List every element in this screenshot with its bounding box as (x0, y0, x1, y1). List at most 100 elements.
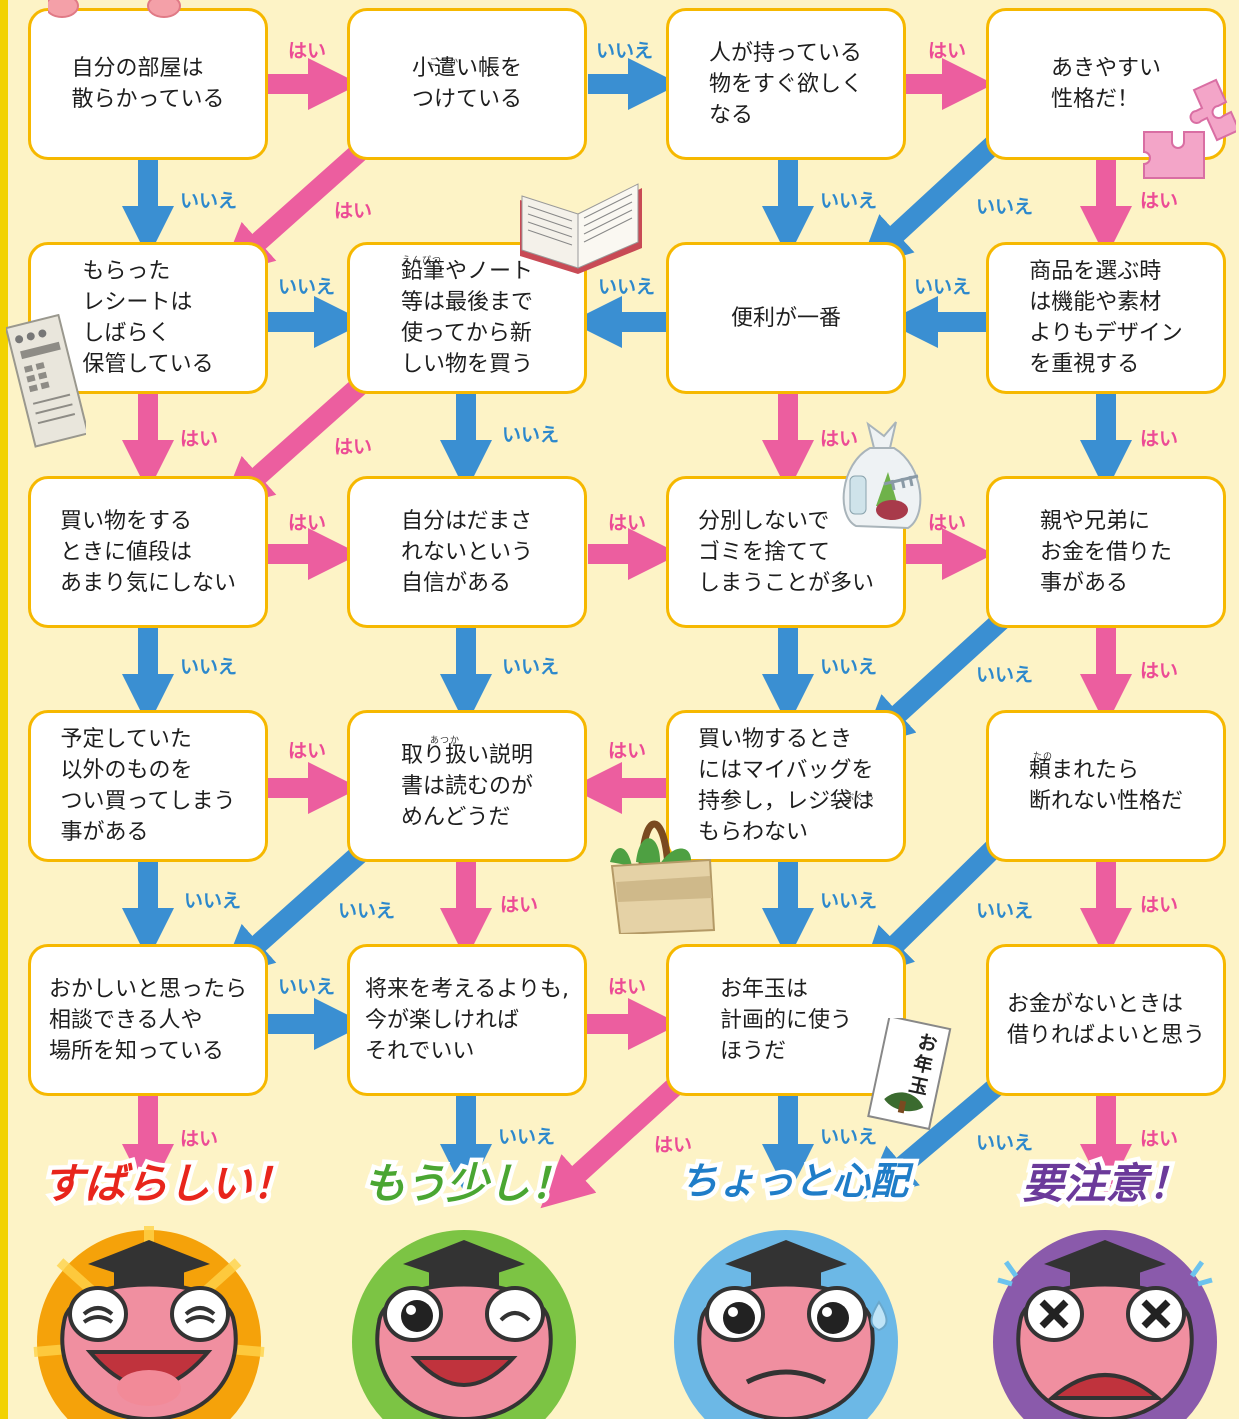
question-box-1: 自分の部屋は 散らかっている (28, 8, 268, 160)
question-text: おかしいと思ったら 相談できる人や 場所を知っている (48, 976, 247, 1064)
yes-label: はい (608, 512, 647, 534)
yes-label: はい (288, 512, 327, 534)
question-text: お年玉は 計画的に使う ほうだ (719, 976, 852, 1064)
question-text: 鉛筆やノート 等は最後まで 使ってから新 しい物を買う (400, 259, 533, 377)
receipt-icon (6, 314, 86, 448)
yes-label: はい (288, 40, 327, 62)
no-arrow (863, 1072, 1011, 1200)
no-label: いいえ (278, 976, 336, 998)
puzzle-pieces-icon (1143, 78, 1236, 179)
question-box-20: お金がないときは 借りればよいと思う (986, 944, 1226, 1096)
result-1-frog-laughing (33, 1226, 265, 1419)
question-text: 将来を考えるよりも, 今が楽しければ それでいい (365, 976, 569, 1064)
yes-label: はい (608, 740, 647, 762)
no-label: いいえ (820, 890, 878, 912)
result-2-frog-winking (352, 1230, 576, 1419)
result-3-frog-worried (674, 1230, 898, 1419)
result-title: すばらしい！ (38, 1155, 299, 1213)
result-title: ちょっと心配 (676, 1155, 913, 1208)
yes-label: はい (1140, 190, 1179, 212)
yes-label: はい (608, 976, 647, 998)
otoshidama-envelope-icon (867, 1018, 952, 1130)
yes-label: はい (820, 428, 859, 450)
yes-label: はい (1140, 660, 1179, 682)
question-text: 自分はだまさ れないという 自信がある (400, 508, 533, 596)
yes-arrow (220, 138, 373, 276)
no-label: いいえ (976, 1132, 1034, 1154)
no-label: いいえ (976, 664, 1034, 686)
no-label: いいえ (498, 1126, 556, 1148)
question-text: 分別しないで ゴミを捨てて しまうことが多い (697, 508, 874, 596)
question-box-8: 商品を選ぶ時 は機能や素材 よりもデザイン を重視する (986, 242, 1226, 394)
ruby-text: えんぴつ (402, 256, 443, 266)
yes-arrow (220, 372, 373, 510)
question-box-15: ぶくろ買い物するとき にはマイバッグを 持参し，レジ袋は もらわない (666, 710, 906, 862)
question-text: 商品を選ぶ時 は機能や素材 よりもデザイン を重視する (1029, 259, 1183, 377)
no-label: いいえ (914, 276, 972, 298)
question-box-2: こづか小遣い帳を つけている (347, 8, 587, 160)
yes-label: はい (288, 740, 327, 762)
no-arrow (860, 608, 1013, 749)
yes-label: はい (334, 436, 373, 458)
question-box-6: えんぴつ鉛筆やノート 等は最後まで 使ってから新 しい物を買う (347, 242, 587, 394)
question-box-7: 便利が一番 (666, 242, 906, 394)
question-text: 人が持っている 物をすぐ欲しく なる (708, 40, 863, 128)
question-text: 小遣い帳を つけている (411, 56, 522, 112)
result-4-title-wrap: 要注意！ (999, 1150, 1213, 1250)
question-box-13: 予定していた 以外のものを つい買ってしまう 事がある (28, 710, 268, 862)
no-label: いいえ (976, 900, 1034, 922)
ruby-text: たの (1033, 752, 1054, 762)
question-box-10: 自分はだまさ れないという 自信がある (347, 476, 587, 628)
yes-label: はい (1140, 1128, 1179, 1150)
ruby-text: あつか (430, 736, 461, 746)
no-label: いいえ (180, 656, 238, 678)
question-box-18: 将来を考えるよりも, 今が楽しければ それでいい (347, 944, 587, 1096)
question-box-14: あつか取り扱い説明 書は読むのが めんどうだ (347, 710, 587, 862)
no-label: いいえ (502, 656, 560, 678)
result-3-title-wrap: ちょっと心配 (676, 1150, 913, 1250)
no-label: いいえ (184, 890, 242, 912)
no-arrow (220, 840, 373, 978)
result-2-title-wrap: もう少し！ (359, 1150, 577, 1250)
no-label: いいえ (598, 276, 656, 298)
question-text: 買い物をする ときに値段は あまり気にしない (59, 508, 236, 596)
question-text: 頼まれたら 断れない性格だ (1028, 758, 1183, 814)
yes-label: はい (334, 200, 373, 222)
no-label: いいえ (180, 190, 238, 212)
trash-bag-icon (842, 421, 922, 530)
question-text: 自分の部屋は 散らかっている (71, 56, 225, 112)
eco-bag-icon (610, 820, 716, 934)
yes-arrow (540, 1070, 691, 1209)
no-arrow (859, 838, 1004, 980)
frog-hands-decoration (48, 0, 181, 18)
ruby-text: ぶくろ (845, 793, 876, 803)
question-text: 予定していた 以外のものを つい買ってしまう 事がある (60, 727, 236, 845)
no-label: いいえ (820, 190, 878, 212)
ruby-text: こづか (429, 58, 460, 68)
yes-label: はい (180, 1128, 219, 1150)
no-label: いいえ (820, 1126, 878, 1148)
result-4-frog-crossed-eyes (993, 1230, 1217, 1419)
no-arrow (858, 134, 1003, 269)
question-box-12: 親や兄弟に お金を借りた 事がある (986, 476, 1226, 628)
yes-label: はい (928, 512, 967, 534)
yes-label: はい (500, 894, 539, 916)
question-text: 便利が一番 (730, 305, 841, 331)
question-text: 取り扱い説明 書は読むのが めんどうだ (400, 742, 533, 830)
result-1-title-wrap: すばらしい！ (38, 1150, 299, 1250)
no-label: いいえ (820, 656, 878, 678)
notebook-icon (520, 183, 642, 274)
no-label: いいえ (976, 196, 1034, 218)
no-label: いいえ (278, 276, 336, 298)
no-label: いいえ (502, 424, 560, 446)
no-label: いいえ (338, 900, 396, 922)
question-box-9: 買い物をする ときに値段は あまり気にしない (28, 476, 268, 628)
question-text: あきやすい 性格だ！ (1050, 56, 1161, 112)
result-title: もう少し！ (359, 1155, 577, 1213)
yes-label: はい (1140, 894, 1179, 916)
question-box-17: おかしいと思ったら 相談できる人や 場所を知っている (28, 944, 268, 1096)
yes-label: はい (928, 40, 967, 62)
question-text: 親や兄弟に お金を借りた 事がある (1039, 508, 1172, 596)
result-title: 要注意！ (1017, 1155, 1194, 1213)
